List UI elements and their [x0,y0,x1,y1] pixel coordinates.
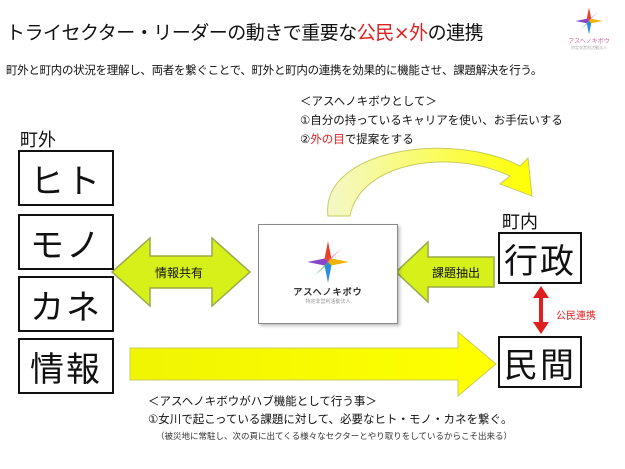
red-link-arrow [533,286,549,334]
page-subtitle: 町外と町内の状況を理解し、両者を繋ぐことで、町外と町内の連携を効果的に機能させ、… [6,63,543,77]
outside-box-goods: モノ [18,214,114,270]
proposal-block: ＜アスヘノキボウとして＞ ①自分の持っているキャリアを使い、お手伝いする ②外の… [300,92,563,149]
inside-box-private: 民間 [498,336,582,388]
double-arrow-info-share [110,236,252,308]
page-title: トライセクター・リーダーの動きで重要な公民×外の連携 [6,18,484,45]
bottom-arrow [129,330,497,398]
star-logo-icon [307,241,349,283]
star-logo-icon [575,7,603,35]
proposal-line1: ①自分の持っているキャリアを使い、お手伝いする [300,113,563,127]
logo-top: アスヘノキボウ 特定非営利活動法人 [564,6,614,50]
outside-box-people: ヒト [18,150,114,206]
proposal-line2: ②外の目で提案をする [300,130,563,149]
logo-top-sub: 特定非営利活動法人 [571,45,607,50]
curved-arrow [327,147,533,217]
proposal-line2-highlight: 外の目 [310,132,345,146]
proposal-line2-prefix: ② [300,132,311,146]
logo-top-name: アスヘノキボウ [568,38,610,45]
title-text: トライセクター・リーダーの動きで重要な [6,22,357,44]
outside-heading: 町外 [20,130,56,151]
proposal-line2-suffix: で提案をする [344,132,414,146]
inside-heading: 町内 [502,212,538,233]
info-share-label: 情報共有 [155,266,204,280]
public-private-link-label: 公民連携 [556,311,596,322]
center-logo-name: アスヘノキボウ [293,288,363,298]
outside-box-money: カネ [18,276,114,332]
title-text-end: の連携 [427,22,484,44]
hub-block: ＜アスヘノキボウがハブ機能として行う事＞ ①女川で起こっている課題に対して、必要… [148,392,513,446]
issue-extraction-label: 課題抽出 [432,266,481,280]
title-highlight: 公民×外 [356,22,428,44]
hub-note: （被災地に常駐し、次の頁に出てくる様々なセクターとやり取りをしているからこそ出来… [156,432,512,442]
proposal-heading: ＜アスヘノキボウとして＞ [300,94,437,108]
center-logo-box: アスヘノキボウ 特定非営利活動法人 [258,224,398,324]
inside-box-government: 行政 [498,232,582,284]
hub-line1: ①女川で起こっている課題に対して、必要なヒト・モノ・カネを繋ぐ。 [148,412,513,426]
arrow-issue-extraction [394,240,495,304]
center-logo-sub: 特定非営利活動法人 [305,299,351,305]
hub-heading: ＜アスヘノキボウがハブ機能として行う事＞ [148,394,377,408]
outside-box-information: 情報 [18,338,114,394]
